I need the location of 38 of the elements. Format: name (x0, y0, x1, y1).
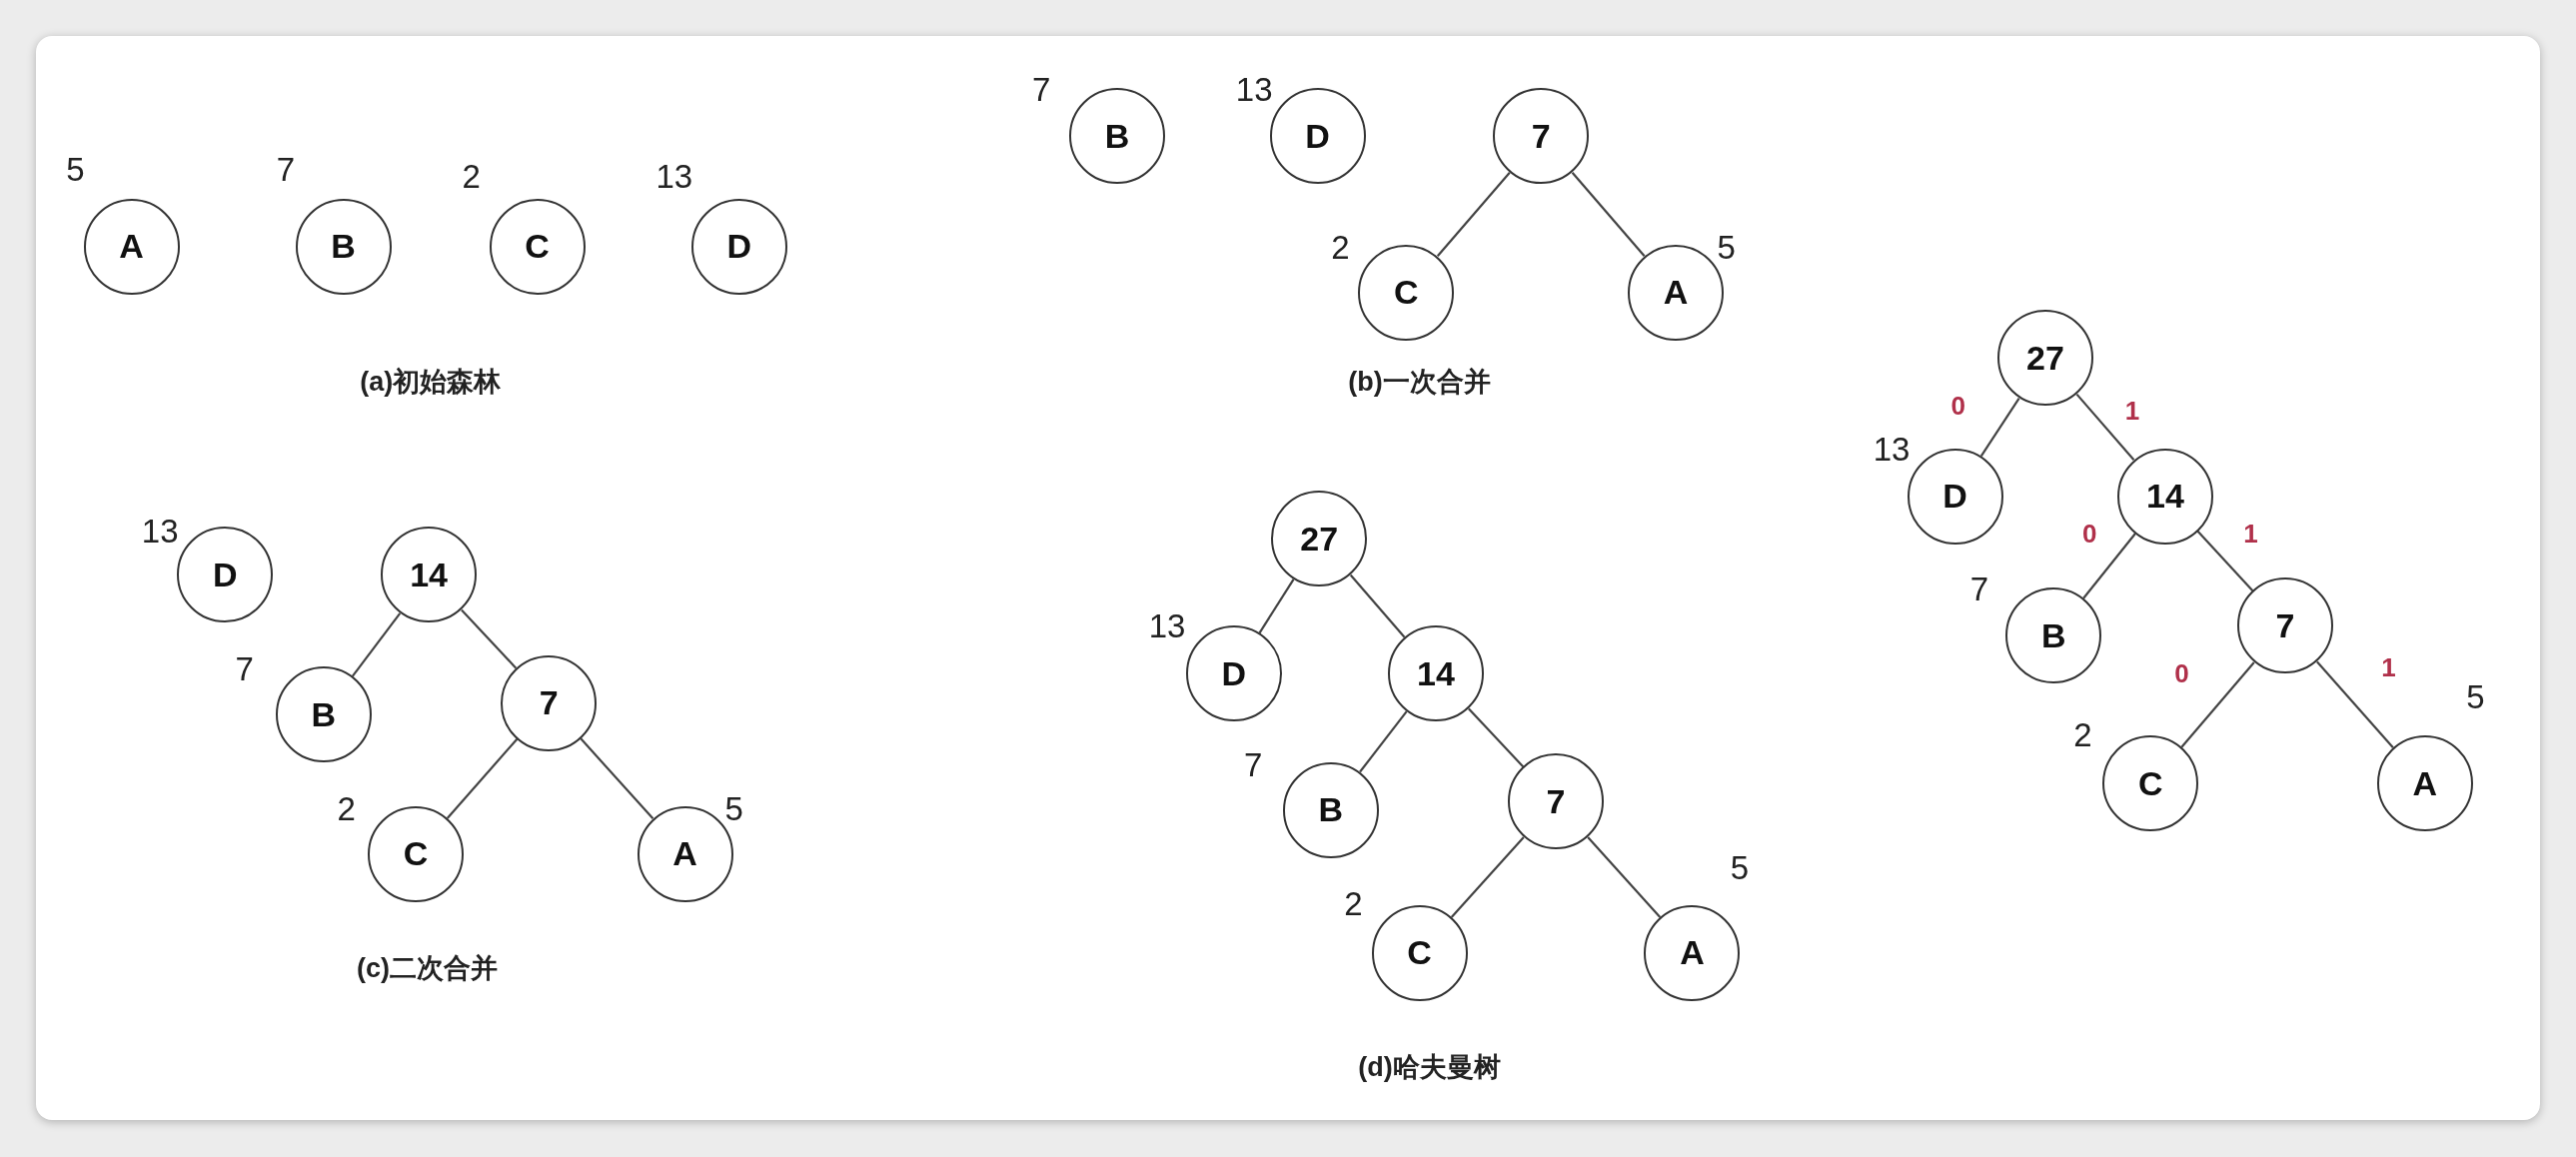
weight-label: 7 (276, 153, 295, 187)
weight-label: 5 (2466, 680, 2485, 714)
tree-edge (1587, 836, 1662, 918)
tree-edge (2180, 661, 2255, 748)
tree-edge (461, 608, 518, 669)
tree-edge (1258, 578, 1295, 634)
tree-edge (1436, 172, 1511, 258)
figure-caption: (d)哈夫曼树 (1358, 1053, 1501, 1081)
weight-label: 13 (655, 159, 693, 193)
tree-edge (351, 612, 402, 677)
weight-label: 7 (1031, 72, 1051, 106)
weight-label: 7 (1969, 572, 1989, 605)
weight-label: 5 (66, 153, 85, 187)
tree-edge (1467, 707, 1524, 768)
tree-edge (446, 738, 519, 819)
weight-label: 13 (1148, 609, 1186, 643)
figure-caption: (a)初始森林 (360, 369, 502, 397)
tree-edge (1359, 710, 1408, 773)
tree-edge (2316, 660, 2394, 749)
tree-edge (2196, 531, 2254, 591)
tree-edge (2082, 533, 2136, 599)
figure-caption: (c)二次合并 (356, 955, 498, 983)
weight-label: 7 (1244, 747, 1263, 781)
tree-edge (1450, 836, 1525, 918)
weight-label: 2 (337, 791, 356, 825)
weight-label: 13 (141, 515, 179, 549)
weight-label: 5 (1730, 851, 1750, 885)
weight-label: 2 (2073, 717, 2092, 751)
tree-edge (1979, 397, 2020, 457)
figure-caption: (b)一次合并 (1348, 369, 1491, 397)
tree-edge (1349, 574, 1406, 638)
tree-edge (2075, 393, 2135, 462)
weight-label: 2 (462, 159, 481, 193)
tree-edge (1571, 172, 1646, 258)
weight-label: 7 (235, 652, 254, 686)
weight-label: 2 (1344, 887, 1363, 921)
weight-label: 2 (1331, 230, 1350, 264)
tree-edge (580, 737, 654, 820)
